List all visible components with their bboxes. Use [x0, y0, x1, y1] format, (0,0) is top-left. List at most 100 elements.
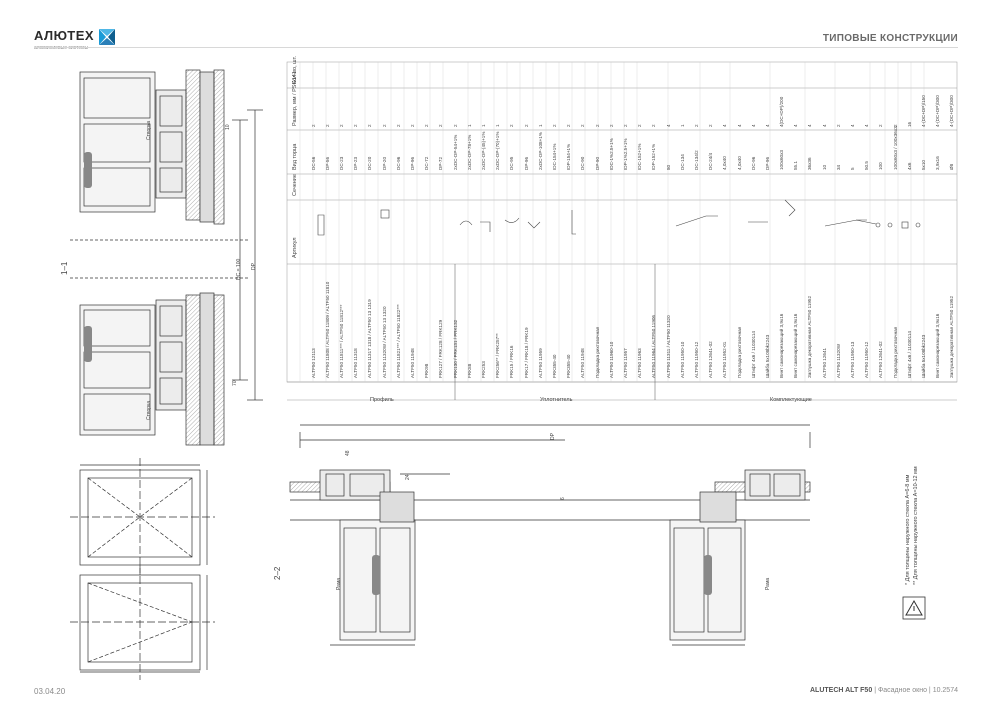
table-cell-article: ALTF50 12641-02 [708, 341, 714, 378]
table-cell-article: FRK253 [480, 361, 486, 378]
section-1-1-drawing [70, 69, 263, 446]
table-cell-qty: 4(DC+DP)/200 [779, 96, 785, 127]
table-cell-size: 10 [821, 164, 827, 170]
table-cell-article: ALTF50 11952-01 [722, 341, 728, 378]
table-cell-qty: 4 [850, 124, 856, 127]
table-cell-article: ALTF50 11959 [537, 348, 543, 378]
table-cell-qty: 2 [339, 124, 345, 127]
brand-logo: АЛЮТЕХ алюминиевые системы [34, 28, 116, 51]
table-cell-qty: 2 [438, 124, 444, 127]
table-cell-size: DC-56 [310, 156, 316, 170]
table-cell-size: 2xDC-DP-108+1% [537, 132, 543, 170]
table-cell-article: ALTF50 11950-13 [850, 341, 856, 378]
table-cell-article: Винт самонарезающий 3,9x16 [935, 313, 941, 378]
table-cell-size: 4x6 [906, 162, 912, 170]
table-cell-qty: 2 [878, 124, 884, 127]
table-cell-size: 34 [835, 164, 841, 170]
table-cell-article: ALTF50 12113 [310, 348, 316, 378]
table-cell-qty: 2 [551, 124, 557, 127]
section-2-2-label: 2–2 [273, 566, 282, 580]
table-cell-size: DP-96 [764, 156, 770, 170]
group-seal: Уплотнитель [540, 397, 573, 403]
table-cell-article: ALTF50 11318 [353, 348, 359, 378]
table-cell-qty: 2 [566, 124, 572, 127]
table-cell-qty: 1 [537, 124, 543, 127]
table-cell-qty: 4 [665, 124, 671, 127]
window-scheme-fixed [70, 458, 215, 575]
table-cell-size: DC-96 [395, 156, 401, 170]
warning-icon [902, 596, 926, 620]
table-cell-size: DP-56 [324, 156, 330, 170]
dim-70: 70 [232, 380, 238, 386]
table-cell-qty: 2 [381, 124, 387, 127]
spec-table-grid [286, 61, 958, 401]
table-cell-article: Винт самонарезающий 3,9x16 [779, 313, 785, 378]
table-cell-size: 2xDC-DP-(45)+1% [480, 131, 486, 170]
table-cell-qty: 2 [410, 124, 416, 127]
brand-name: АЛЮТЕХ [34, 28, 95, 43]
table-cell-size: DC-20 [367, 156, 373, 170]
dim-dc: DC = 100 [236, 258, 242, 280]
table-cell-article: Заглушка декоративная ALTF50 11952 [807, 295, 813, 378]
table-cell-article: FRK98 [424, 363, 430, 378]
table-cell-size: DC-134/2 [693, 150, 699, 170]
table-cell-size: 55.1 [793, 161, 799, 170]
dim-dp-bottom: DP [550, 433, 556, 440]
table-cell-qty: 2 [353, 124, 359, 127]
table-cell-article: ALTF50 12641-02 [878, 341, 884, 378]
table-cell-qty: 1 [480, 124, 486, 127]
table-cell-size: IDC-1%2.5+1% [608, 138, 614, 170]
section-1-1-label: 1–1 [60, 261, 69, 275]
table-cell-size: DP-90 [594, 156, 600, 170]
table-cell-article: FRK127 / FRK128 / FRK129 [438, 319, 444, 378]
footer-sep-2: | [928, 687, 933, 694]
dim-24: 24 [405, 474, 411, 480]
profile-tag-lower [84, 326, 92, 362]
table-cell-qty: 4-(DC+DP)/300 [949, 95, 955, 127]
table-cell-article: ALTF50 11948 [580, 348, 586, 378]
table-cell-qty: 2 [651, 124, 657, 127]
header-divider [34, 47, 958, 48]
note-1: * Для толщины наружного стекла А=6-8 мм [905, 474, 911, 585]
table-cell-size: 2xDC-DP-54+1% [452, 134, 458, 170]
table-cell-qty: 4 [821, 124, 827, 127]
table-cell-size: 100 [878, 162, 884, 170]
table-cell-qty: 4-(DC+DP)/150 [921, 95, 927, 127]
table-cell-article: FRK88 [466, 363, 472, 378]
table-cell-qty: 2 [608, 124, 614, 127]
table-cell-article: FRK256** / FRK257** [495, 333, 501, 378]
table-cell-qty: 2 [310, 124, 316, 127]
table-cell-size: IDC-154+1% [551, 143, 557, 170]
table-cell-size: DC-96 [750, 156, 756, 170]
window-scheme-sash [70, 565, 215, 680]
table-cell-qty: 2 [424, 124, 430, 127]
table-cell-qty: 2 [622, 124, 628, 127]
table-cell-article: FRK355-40 [566, 354, 572, 379]
footer-system: ALUTECH ALT F50 [810, 687, 873, 694]
table-cell-article: ALTF50 11311 / ALTF50 11320 [665, 315, 671, 378]
table-cell-size: 5 [850, 167, 856, 170]
table-cell-article: ALTF50 11950-12 [864, 341, 870, 378]
table-cell-size: IDP-154+1% [566, 143, 572, 170]
table-cell-qty: 4 [764, 124, 770, 127]
table-cell-size: DP-23 [353, 156, 359, 170]
table-cell-article: ALTF50 11957 [622, 348, 628, 378]
table-cell-article: FRK130 / FRK131 / FRK132 [452, 319, 458, 378]
table-cell-size: DC-24/4 [708, 152, 714, 170]
table-cell-size: DC-72 [424, 156, 430, 170]
table-cell-qty: 4-(DC+DP)/300 [935, 95, 941, 127]
table-cell-size: 2xDC-DP-78+1% [466, 134, 472, 170]
table-cell-article: Шайба 5x108bk2243 [764, 334, 770, 378]
footer-date: 03.04.20 [34, 687, 66, 696]
table-cell-article: Подкладка рихтовочная [736, 326, 742, 378]
table-cell-qty: 1 [495, 124, 501, 127]
table-cell-qty: 4 [864, 124, 870, 127]
table-cell-qty: 4 [736, 124, 742, 127]
table-cell-size: 5x10 [921, 160, 927, 170]
dim-48: 48 [345, 450, 351, 456]
page-title: ТИПОВЫЕ КОНСТРУКЦИИ [822, 33, 958, 44]
table-cell-size: DC-134 [679, 154, 685, 170]
table-cell-qty: 2 [452, 124, 458, 127]
label-frame-left: Рама [336, 577, 342, 590]
